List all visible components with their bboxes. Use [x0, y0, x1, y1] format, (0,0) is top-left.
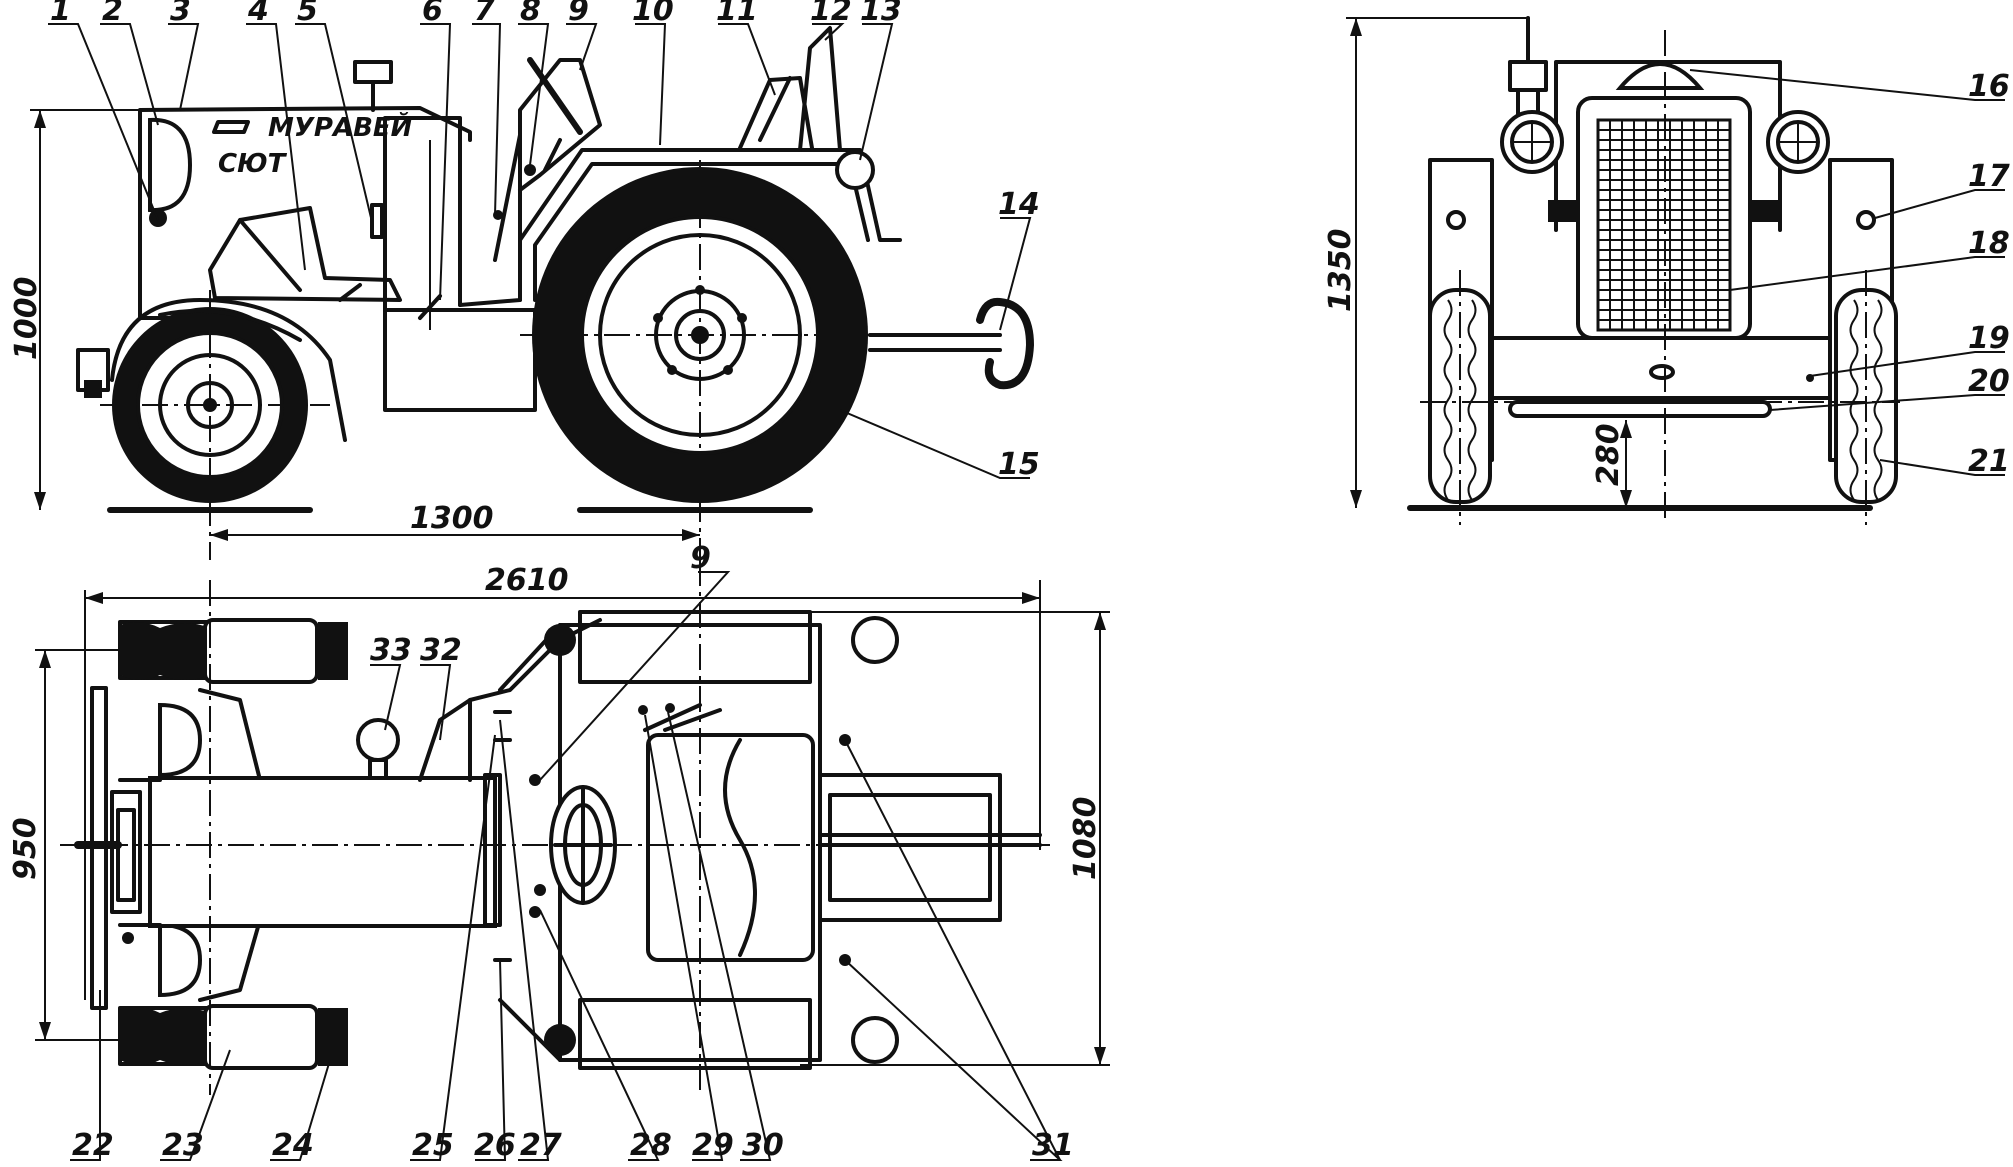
callout-18: 18: [1968, 226, 2010, 261]
callout-22: 22: [72, 1128, 114, 1163]
callout-4: 4: [247, 0, 269, 28]
callout-23: 23: [162, 1128, 204, 1163]
callout-21: 21: [1968, 444, 2010, 479]
callout-29: 29: [692, 1128, 734, 1163]
callout-7: 7: [474, 0, 495, 28]
callout-19: 19: [1968, 321, 2010, 356]
callout-25: 25: [412, 1128, 454, 1163]
callout-33: 33: [370, 633, 412, 668]
callout-16: 16: [1968, 69, 2010, 104]
callout-3: 3: [170, 0, 191, 28]
callout-24: 24: [272, 1128, 314, 1163]
dim-width-1080: 1080: [1068, 797, 1103, 881]
callout-9: 9: [568, 0, 589, 28]
dim-wheelbase-1300: 1300: [410, 501, 494, 536]
callout-26: 26: [474, 1128, 516, 1163]
callout-5: 5: [297, 0, 318, 28]
callout-13: 13: [860, 0, 902, 28]
dim-height-1000: 1000: [9, 277, 44, 361]
callout-10: 10: [632, 0, 674, 28]
callout-31: 31: [1032, 1128, 1074, 1163]
callout-32: 32: [420, 633, 462, 668]
callout-12: 12: [810, 0, 852, 28]
front-view: 1350 280: [1323, 16, 1900, 525]
callout-6: 6: [422, 0, 443, 28]
callout-8: 8: [520, 0, 541, 28]
dim-length-2610: 2610: [485, 563, 569, 598]
callout-20: 20: [1968, 364, 2010, 399]
callout-14: 14: [998, 187, 1040, 222]
callout-leaders: [48, 23, 2005, 1161]
callout-17: 17: [1968, 159, 2010, 194]
dim-height-1350: 1350: [1323, 229, 1358, 313]
side-view: МУРАВЕЙ СЮТ: [9, 26, 1034, 560]
callout-15: 15: [998, 447, 1040, 482]
callout-30: 30: [742, 1128, 784, 1163]
top-view: 2610 950 1080: [8, 560, 1110, 1095]
club-lettering: СЮТ: [218, 149, 288, 179]
callout-28: 28: [630, 1128, 672, 1163]
callout-11: 11: [716, 0, 758, 28]
callout-9-top: 9: [690, 541, 711, 576]
dim-width-950: 950: [8, 817, 43, 880]
callout-27: 27: [520, 1128, 562, 1163]
dim-clearance-280: 280: [1591, 423, 1626, 486]
front-wheel-side: [110, 298, 347, 503]
callout-1: 1: [50, 0, 71, 28]
callout-2: 2: [102, 0, 123, 28]
callout-numbers: 1 2 3 4 5 6 7 8 9 10 11 12 13 14 15 16 1…: [50, 0, 2010, 1163]
